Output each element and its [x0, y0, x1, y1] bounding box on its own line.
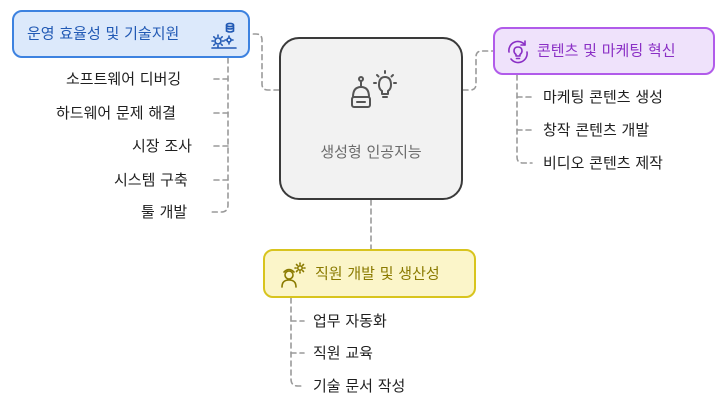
list-item: 하드웨어 문제 해결 — [56, 104, 176, 122]
category-operations: 운영 효율성 및 기술지원 — [12, 10, 250, 58]
worker-gear-icon — [281, 262, 306, 288]
list-item: 툴 개발 — [141, 203, 188, 221]
lightbulb-refresh-icon — [508, 40, 528, 64]
list-item: 마케팅 콘텐츠 생성 — [543, 88, 663, 106]
category-marketing: 콘텐츠 및 마케팅 혁신 — [493, 27, 715, 75]
category-employee: 직원 개발 및 생산성 — [263, 249, 476, 298]
category-employee-label: 직원 개발 및 생산성 — [315, 264, 440, 282]
category-operations-label: 운영 효율성 및 기술지원 — [27, 24, 180, 43]
robot-lightbulb-icon — [351, 70, 397, 108]
list-item: 시장 조사 — [132, 137, 192, 155]
center-label: 생성형 인공지능 — [320, 143, 422, 161]
center-node: 생성형 인공지능 — [279, 37, 463, 200]
list-item: 비디오 콘텐츠 제작 — [543, 154, 663, 172]
list-item: 업무 자동화 — [313, 312, 387, 330]
list-item: 직원 교육 — [313, 344, 373, 362]
category-marketing-label: 콘텐츠 및 마케팅 혁신 — [537, 41, 676, 60]
list-item: 창작 콘텐츠 개발 — [543, 121, 650, 139]
list-item: 시스템 구축 — [114, 171, 188, 189]
list-item: 기술 문서 작성 — [313, 377, 406, 395]
list-item: 소프트웨어 디버깅 — [66, 70, 182, 88]
gears-database-icon — [211, 22, 237, 49]
